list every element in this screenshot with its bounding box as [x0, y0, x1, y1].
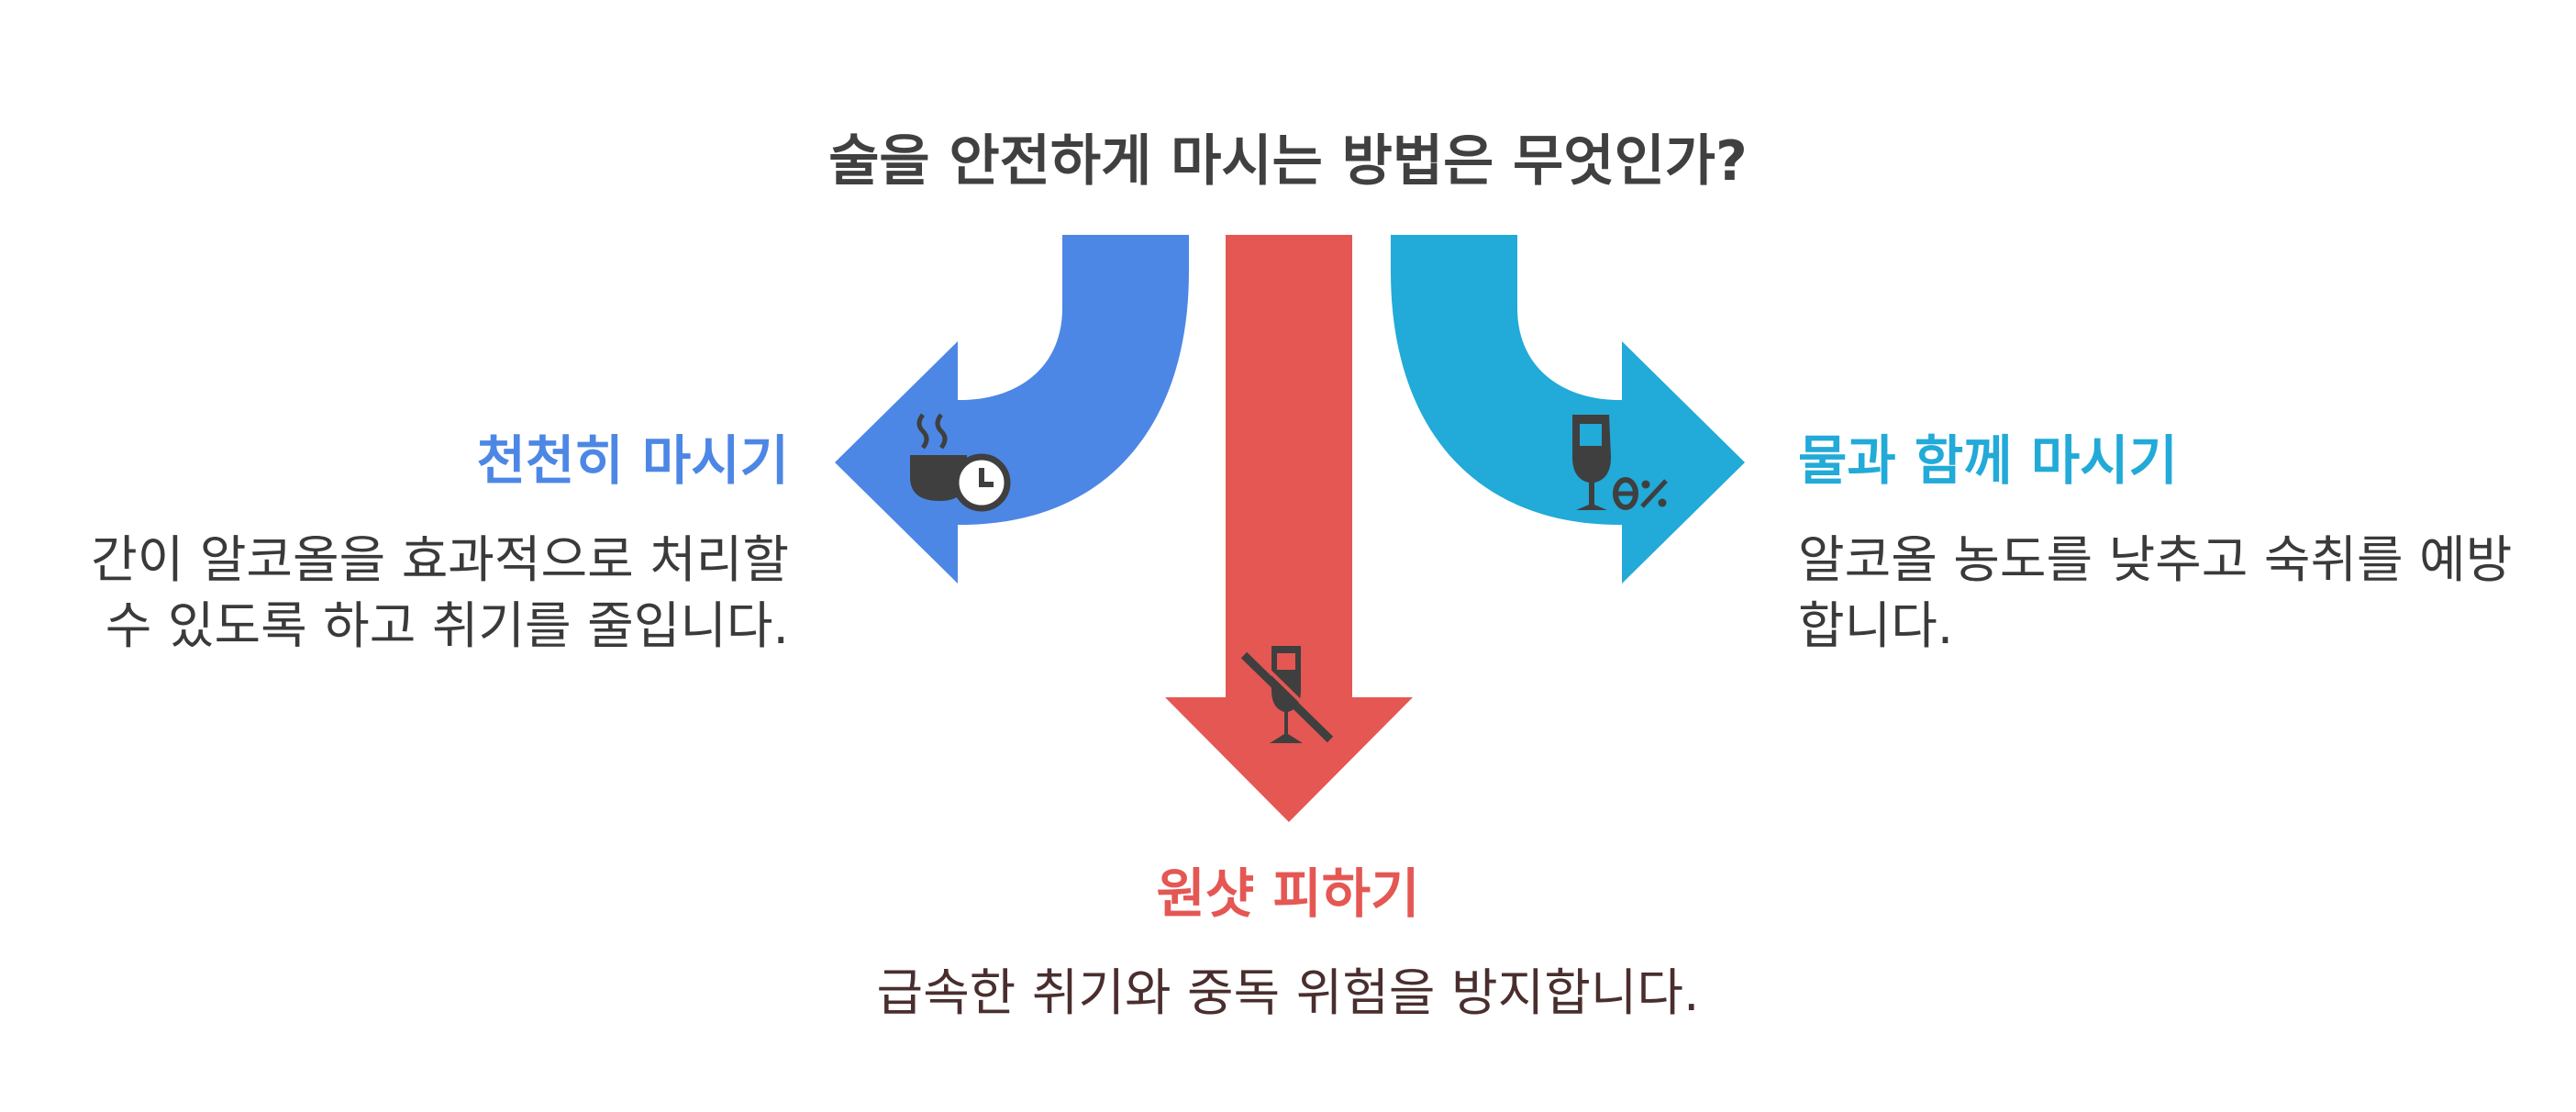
wine-glass-zero-percent-icon	[1572, 415, 1668, 510]
coffee-cup-clock-icon	[910, 413, 1011, 512]
right-curved-arrow	[1391, 235, 1745, 584]
no-drinking-glass-icon	[1240, 646, 1337, 743]
center-branch-heading: 원샷 피하기	[1156, 862, 1420, 925]
right-branch-description: 알코올 농도를 낮추고 숙취를 예방합니다.	[1798, 530, 2513, 655]
center-branch-description: 급속한 취기와 중독 위험을 방지합니다.	[876, 963, 1700, 1022]
diagram-title: 술을 안전하게 마시는 방법은 무엇인가?	[828, 129, 1748, 194]
right-branch-heading: 물과 함께 마시기	[1798, 429, 2178, 492]
left-branch-description: 간이 알코올을 효과적으로 처리할 수 있도록 하고 취기를 줄입니다.	[91, 530, 789, 655]
center-down-arrow	[1165, 235, 1413, 822]
left-branch-heading: 천천히 마시기	[476, 429, 789, 492]
left-curved-arrow	[835, 235, 1189, 584]
